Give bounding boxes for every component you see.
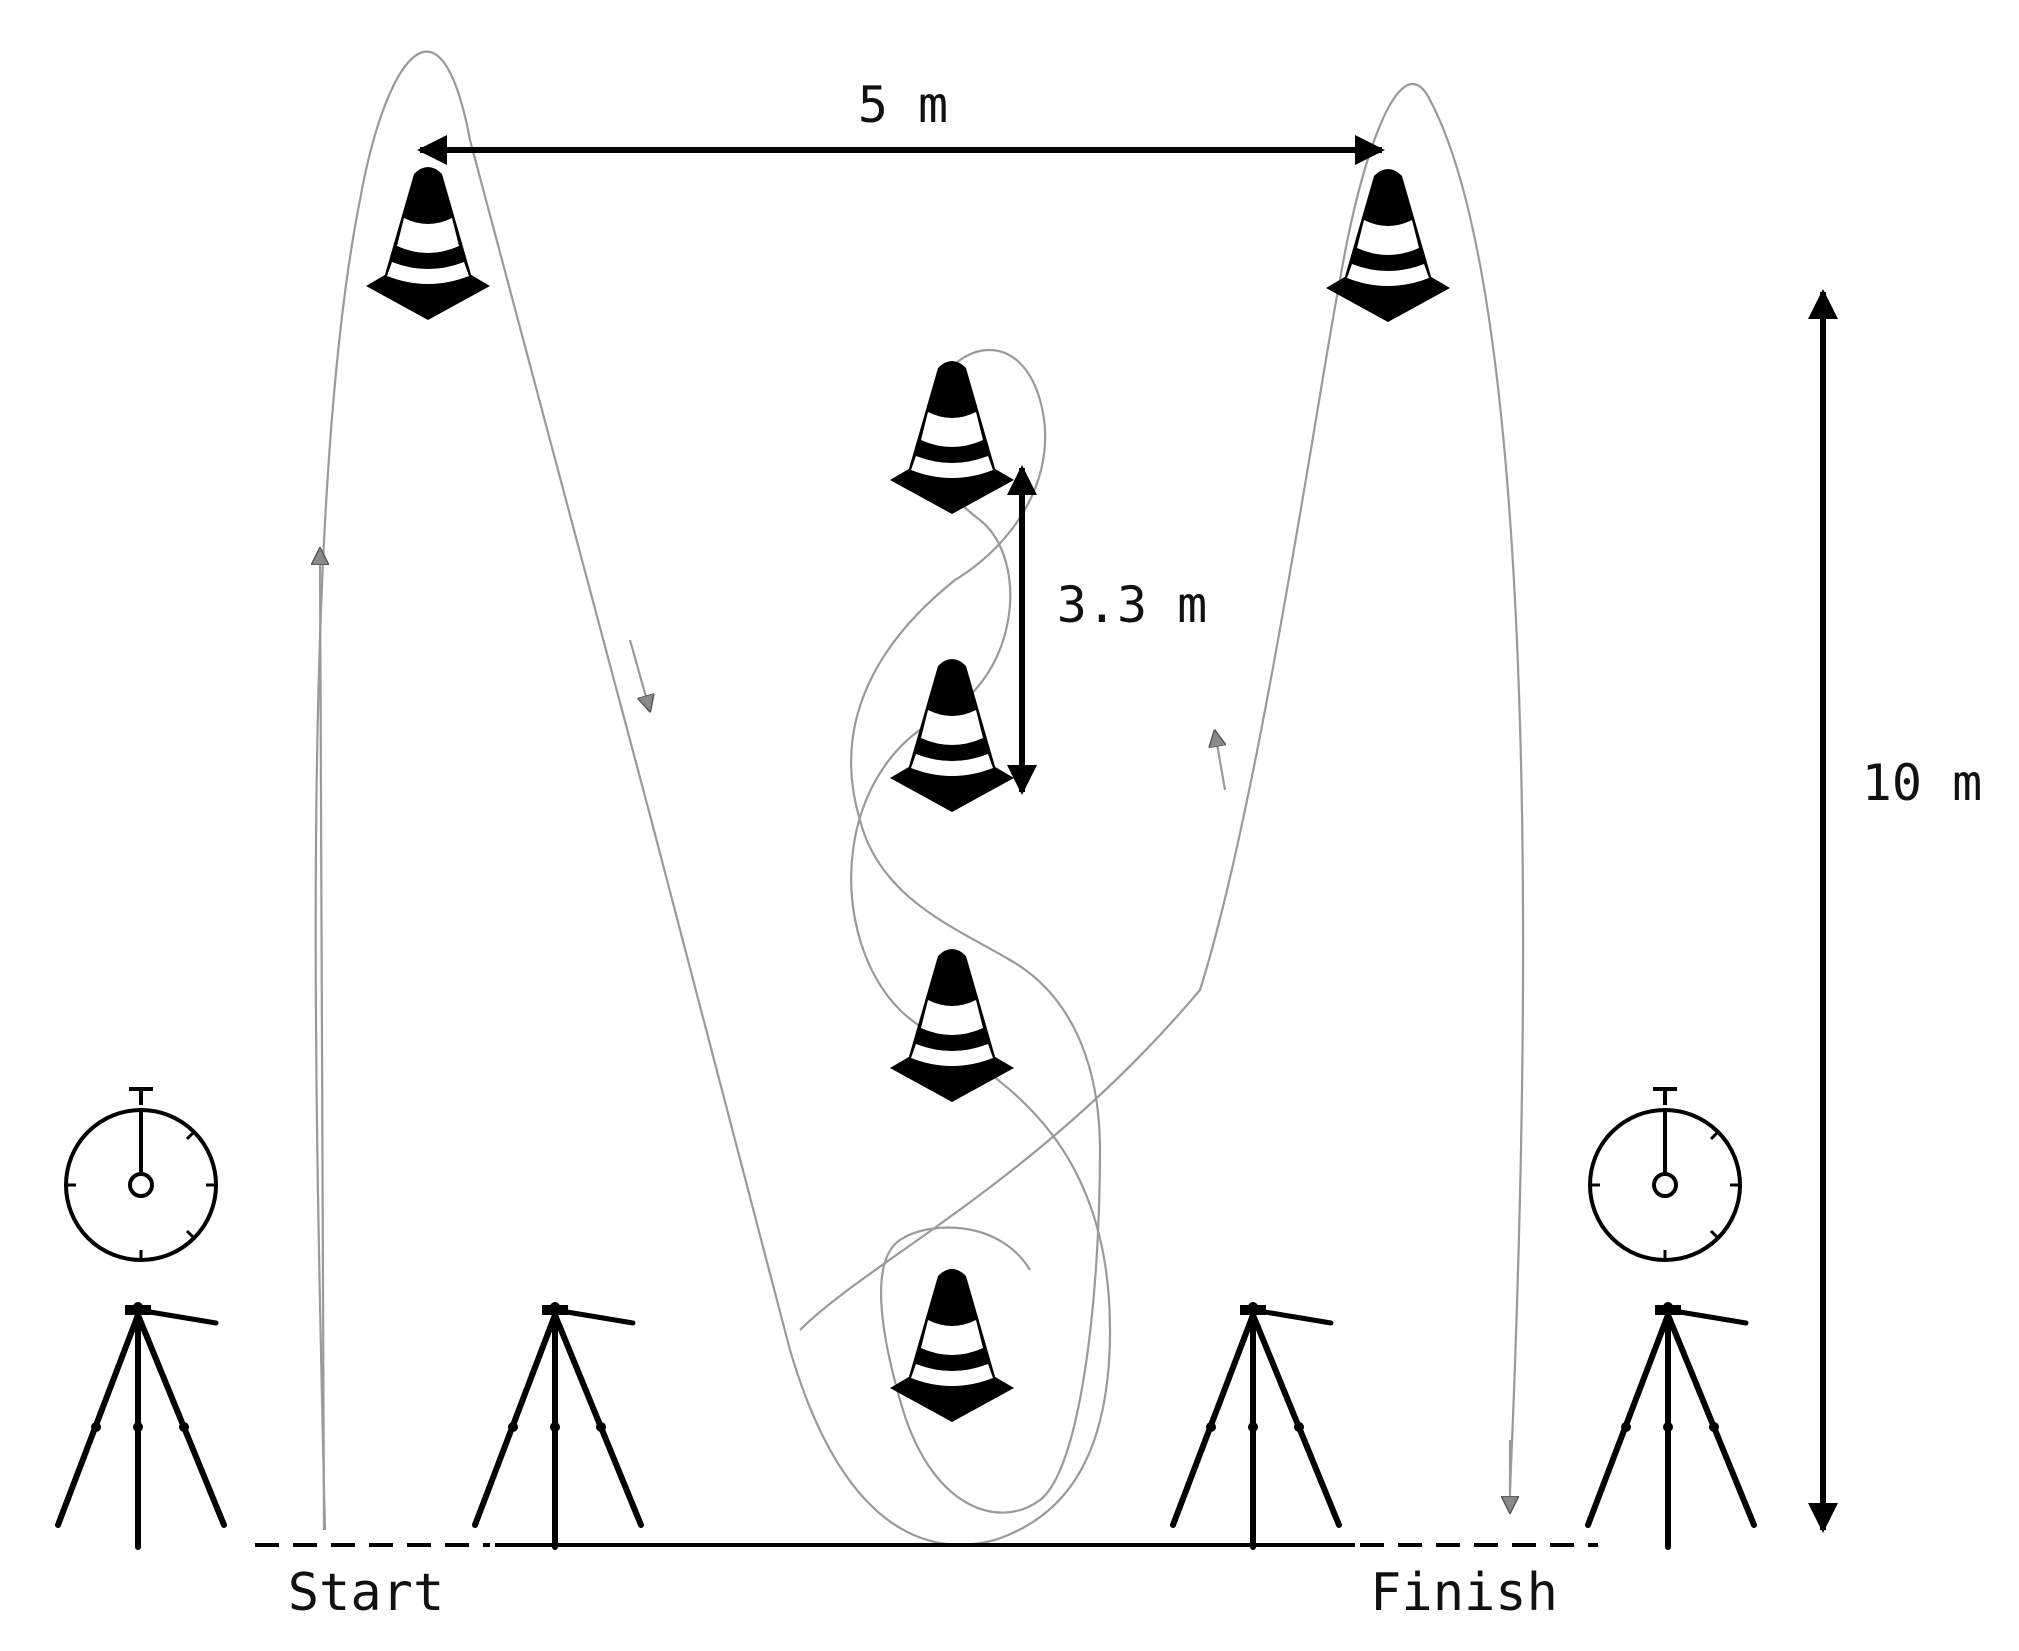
label-3-3m: 3.3 m — [1057, 576, 1208, 634]
stopwatch-icon-finish — [1588, 1087, 1742, 1262]
tripod-3 — [1173, 1302, 1339, 1547]
dimension-arrows — [417, 135, 1838, 1533]
running-path — [316, 50, 1525, 1546]
tripod-4 — [1588, 1302, 1754, 1547]
tripod-2 — [475, 1302, 641, 1547]
cone-slalom-1 — [890, 361, 1014, 514]
cone-top-left — [366, 167, 490, 320]
cones — [366, 167, 1450, 1422]
cone-slalom-4 — [890, 1269, 1014, 1422]
cone-slalom-2 — [890, 659, 1014, 812]
stopwatch-icon-start — [64, 1087, 218, 1262]
label-finish: Finish — [1370, 1563, 1558, 1623]
tripods — [58, 1302, 1754, 1547]
tripod-1 — [58, 1302, 224, 1547]
label-5m: 5 m — [858, 76, 948, 134]
label-10m: 10 m — [1862, 754, 1982, 812]
label-start: Start — [288, 1563, 445, 1623]
cone-top-right — [1326, 169, 1450, 322]
